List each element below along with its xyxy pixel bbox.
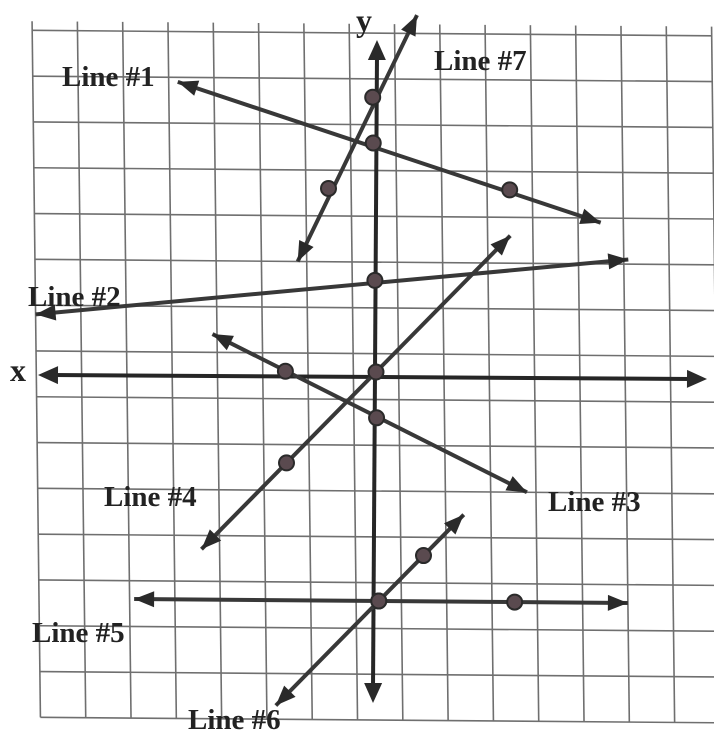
line-3-label: Line #3: [548, 486, 641, 518]
line-3-point: [368, 409, 386, 427]
grid-line-vertical: [348, 23, 359, 720]
graph-lines: [35, 14, 629, 707]
y-axis-arrow-down: [364, 682, 383, 703]
line-1-segment: [177, 80, 602, 225]
grid-line-horizontal: [40, 716, 714, 724]
x-axis-arrow-right: [686, 369, 707, 388]
grid-line-vertical: [710, 26, 714, 296]
line-3-arrow-start: [212, 334, 234, 351]
line-6-segment: [274, 513, 466, 707]
line-5-label: Line #5: [32, 617, 125, 649]
grid-line-horizontal: [39, 670, 714, 678]
grid-line-vertical: [438, 24, 449, 721]
grid-line-vertical: [76, 21, 87, 718]
line-4-label: Line #4: [104, 481, 197, 513]
line-3-point: [276, 362, 294, 380]
line-6-point: [370, 592, 388, 610]
grid-line-vertical: [303, 23, 314, 720]
line-6-point: [414, 547, 432, 565]
y-axis-arrow-up: [367, 40, 386, 61]
line-7-point: [364, 88, 382, 106]
grid-line-vertical: [167, 22, 178, 719]
x-axis-arrow-left: [38, 366, 59, 385]
x-axis-label: x: [10, 352, 26, 388]
grid-line-horizontal: [33, 166, 714, 174]
line-7-point: [320, 179, 338, 197]
y-axis-label: y: [356, 2, 372, 38]
grid-line-vertical: [620, 25, 631, 723]
grid-line-vertical: [484, 24, 495, 721]
line-4-point: [277, 454, 295, 472]
line-2-arrow-end: [607, 253, 629, 270]
grid-line-horizontal: [37, 441, 714, 449]
line-2-label: Line #2: [28, 281, 121, 313]
grid-line-horizontal: [33, 121, 713, 129]
grid-line-horizontal: [39, 624, 714, 632]
line-7-segment: [295, 14, 419, 263]
line-2-segment: [35, 257, 629, 317]
line-1-arrow-end: [579, 208, 601, 224]
line-1-label: Line #1: [62, 61, 155, 93]
grid-line-vertical: [31, 21, 42, 718]
line-4-segment: [200, 234, 512, 551]
grid-line-vertical: [529, 25, 540, 722]
grid-line-vertical: [257, 23, 268, 720]
line-5-point: [506, 593, 524, 611]
grid-line-horizontal: [32, 29, 712, 37]
grid-line-vertical: [574, 25, 585, 722]
line-7-arrow-end: [401, 15, 418, 37]
grid-line-horizontal: [37, 487, 714, 495]
line-2-point: [366, 271, 384, 289]
line-labels: Line #1 Line #2 Line #3 Line #4 Line #5 …: [28, 45, 641, 732]
line-3-arrow-end: [505, 476, 527, 493]
grid-line-vertical: [212, 22, 223, 719]
grid-line-horizontal: [38, 533, 714, 541]
line-4-arrow-end: [490, 235, 511, 256]
line-1-point: [501, 181, 519, 199]
axes: x y: [10, 2, 707, 703]
line-1-point: [364, 134, 382, 152]
line-7-label: Line #7: [434, 45, 527, 77]
grid-line-horizontal: [38, 579, 714, 587]
plotted-points: [276, 88, 524, 611]
line-5-arrow-end: [607, 594, 628, 611]
line-6-arrow-start: [275, 685, 296, 706]
line-5-arrow-start: [134, 591, 155, 608]
grid-line-vertical: [665, 26, 676, 723]
line-6-arrow-end: [444, 514, 464, 535]
line-7-arrow-start: [297, 239, 314, 262]
grid-line-vertical: [121, 21, 132, 719]
grid-line-vertical: [393, 24, 404, 721]
line-4-point: [367, 363, 385, 381]
line-2-arrow-start: [35, 304, 57, 321]
line-6-label: Line #6: [188, 704, 281, 732]
line-4-arrow-start: [201, 529, 222, 550]
grid-line-horizontal: [32, 75, 713, 83]
line-1-arrow-start: [177, 80, 200, 96]
